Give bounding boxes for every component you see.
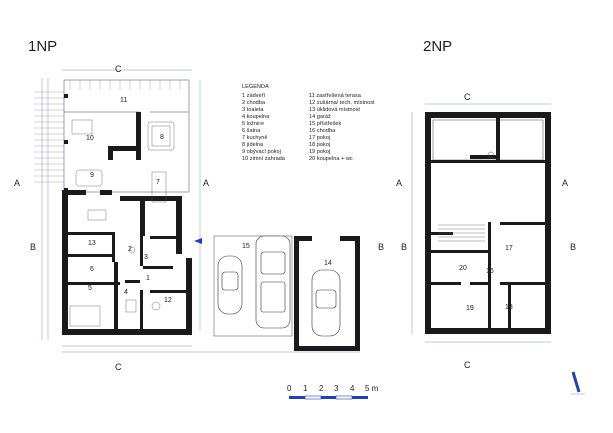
scale-label: 2	[319, 384, 324, 393]
stairs	[438, 224, 485, 242]
section-mark-b-left-2np: B	[401, 242, 407, 252]
room-number: 3	[144, 254, 148, 261]
room-number: 13	[88, 240, 96, 247]
room-number: 14	[324, 260, 332, 267]
legend: LEGENDA 1 zádveří 2 chodba 3 toaleta 4 k…	[242, 84, 375, 162]
section-mark-c-top-2np: C	[464, 92, 471, 102]
scale-label: 5 m	[365, 384, 379, 393]
section-mark-b-right-2np: B	[570, 242, 576, 252]
legend-item: 19 pokoj	[309, 149, 330, 155]
plan-1np: 11 10 8 9 7 13 2 3 6 1 4 5 12 15 14 C C …	[14, 64, 384, 372]
room-number: 16	[486, 268, 494, 275]
room-number: 19	[466, 305, 474, 312]
room-number: 10	[86, 135, 94, 142]
legend-title: LEGENDA	[242, 84, 269, 90]
legend-item: 17 pokoj	[309, 135, 330, 141]
room-number: 12	[164, 297, 172, 304]
scale-label: 0	[287, 384, 292, 393]
section-mark-c-bottom-2np: C	[464, 360, 471, 370]
legend-item: 12 sušárna/ tech. místnost	[309, 100, 375, 106]
floor-title-1np: 1NP	[28, 38, 57, 55]
legend-item: 10 zimní zahrada	[242, 156, 286, 162]
section-mark-a-left: A	[14, 178, 20, 188]
legend-item: 1 zádveří	[242, 93, 265, 99]
room-number: 5	[88, 285, 92, 292]
furniture	[69, 119, 175, 327]
car-garage	[311, 269, 341, 337]
plan-2np: 17 20 16 19 18 C C A A B B	[396, 92, 576, 370]
room-number: 15	[242, 243, 250, 250]
section-mark-b-left: B	[30, 242, 36, 252]
room-number: 8	[160, 134, 164, 141]
section-mark-b-right: B	[378, 242, 384, 252]
room-number: 17	[505, 245, 513, 252]
car-carport-1	[217, 255, 243, 315]
legend-item: 8 jídelna	[242, 142, 264, 148]
section-mark-a-right: A	[203, 178, 209, 188]
legend-item: 13 úklidová místnost	[309, 107, 360, 113]
section-mark-a-right-2np: A	[562, 178, 568, 188]
legend-item: 11 zastřešená terasa	[309, 93, 362, 99]
section-mark-c-bottom: C	[115, 362, 122, 372]
terrace-hatch	[34, 80, 181, 183]
legend-item: 5 ložnice	[242, 121, 264, 127]
legend-item: 18 pokoj	[309, 142, 330, 148]
section-mark-c-top: C	[115, 64, 122, 74]
floor-title-2np: 2NP	[423, 38, 452, 55]
room-number: 1	[146, 275, 150, 282]
legend-item: 6 šatna	[242, 128, 261, 134]
dimension-lines-2np	[411, 103, 551, 343]
entrance-arrow-icon	[194, 238, 202, 244]
legend-item: 4 koupelna	[242, 114, 270, 120]
room-number: 6	[90, 266, 94, 273]
legend-item: 2 chodba	[242, 100, 266, 106]
room-number: 18	[505, 304, 513, 311]
north-arrow-icon	[571, 371, 585, 395]
room-number: 7	[156, 179, 160, 186]
legend-item: 7 kuchyně	[242, 135, 268, 141]
section-mark-a-left-2np: A	[396, 178, 402, 188]
legend-item: 3 toaleta	[242, 107, 264, 113]
room-number: 11	[120, 97, 127, 104]
room-number: 9	[90, 172, 94, 179]
legend-item: 16 chodba	[309, 128, 336, 134]
legend-item: 14 garáž	[309, 114, 331, 120]
car-carport-2	[255, 235, 291, 329]
room-number: 20	[459, 265, 467, 272]
room-number: 2	[128, 246, 132, 253]
room-number: 4	[124, 289, 128, 296]
dimension-lines-1np	[41, 69, 360, 353]
scale-label: 3	[334, 384, 339, 393]
legend-item: 9 obývací pokoj	[242, 149, 281, 155]
legend-item: 20 koupelna + wc	[309, 156, 353, 162]
legend-item: 15 přístřešek	[309, 121, 342, 127]
scale-label: 4	[350, 384, 355, 393]
scale-bar: 0 1 2 3 4 5 m	[287, 384, 379, 400]
scale-label: 1	[303, 384, 308, 393]
